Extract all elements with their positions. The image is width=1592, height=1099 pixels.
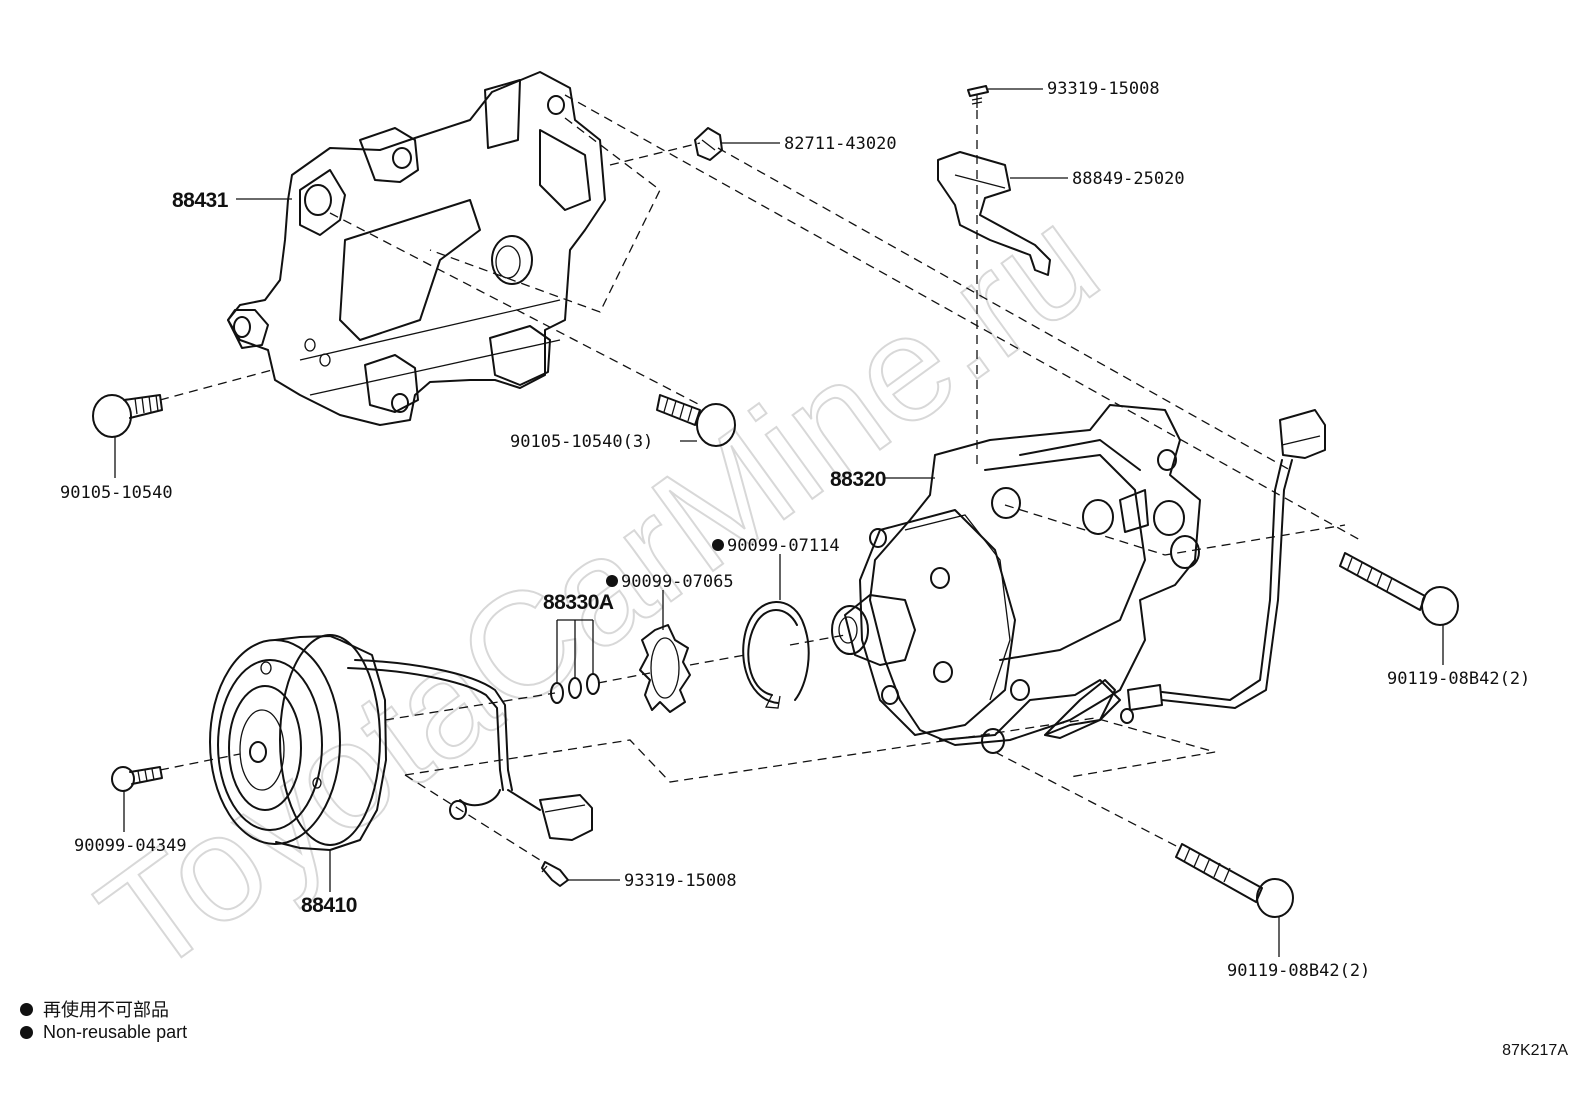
label-90119-08B42-upper: 90119-08B42(2) bbox=[1387, 669, 1530, 689]
bracket-drawing bbox=[227, 71, 606, 426]
legend-dot-icon bbox=[20, 1026, 33, 1039]
bolt-center-drawing bbox=[111, 766, 163, 792]
gasket-drawing bbox=[639, 624, 691, 713]
clip-drawing bbox=[694, 127, 723, 161]
legend-english: Non-reusable part bbox=[20, 1022, 187, 1043]
watermark: ToyotaCarMine.ru bbox=[70, 174, 1126, 1006]
label-82711-43020: 82711-43020 bbox=[784, 134, 897, 154]
legend-dot-icon bbox=[20, 1002, 33, 1016]
label-88410: 88410 bbox=[301, 894, 357, 917]
label-88330A: 88330A bbox=[543, 591, 614, 614]
leader-lines bbox=[114, 88, 1444, 957]
bolt-right-upper-drawing bbox=[1339, 552, 1459, 626]
assembly-lines bbox=[159, 94, 1361, 861]
label-88431: 88431 bbox=[172, 189, 229, 212]
bolt-left-drawing bbox=[92, 394, 163, 438]
label-90105-10540-3: 90105-10540(3) bbox=[510, 432, 653, 452]
diagram-code: 87K217A bbox=[1502, 1042, 1568, 1059]
label-90099-07114: 90099-07114 bbox=[727, 536, 840, 556]
screw-bottom-drawing bbox=[541, 861, 569, 887]
screw-top-drawing bbox=[967, 85, 989, 108]
non-reusable-dot-07114 bbox=[712, 539, 724, 551]
non-reusable-dot-07065 bbox=[606, 575, 618, 587]
label-90105-10540: 90105-10540 bbox=[60, 483, 173, 503]
snap-ring-drawing bbox=[742, 601, 810, 709]
label-93319-15008-bottom: 93319-15008 bbox=[624, 871, 737, 891]
bolt-right-lower-drawing bbox=[1175, 843, 1294, 918]
label-90099-04349: 90099-04349 bbox=[74, 836, 187, 856]
label-88849-25020: 88849-25020 bbox=[1072, 169, 1185, 189]
legend-english-text: Non-reusable part bbox=[43, 1022, 188, 1042]
clutch-drawing bbox=[209, 634, 593, 851]
label-93319-15008-top: 93319-15008 bbox=[1047, 79, 1160, 99]
label-90099-07065: 90099-07065 bbox=[621, 572, 734, 592]
legend-japanese-text: 再使用不可部品 bbox=[43, 1000, 169, 1020]
legend-japanese: 再使用不可部品 bbox=[20, 996, 169, 1022]
bolt-bracket-drawing bbox=[656, 394, 736, 447]
label-88320: 88320 bbox=[830, 468, 886, 491]
label-90119-08B42-lower: 90119-08B42(2) bbox=[1227, 961, 1370, 981]
cover-bracket-drawing bbox=[937, 151, 1051, 276]
